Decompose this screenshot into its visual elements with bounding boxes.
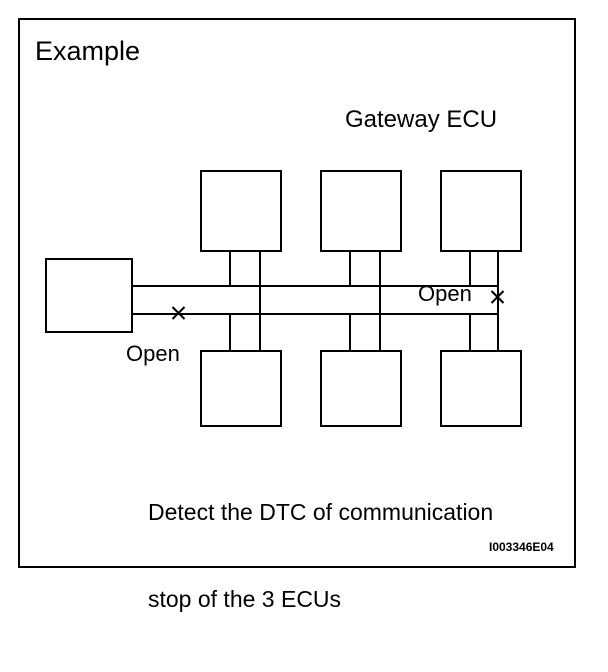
bottom-box-2-riser-a [349,313,351,352]
bottom-ecu-box-2 [320,350,402,427]
bus-upper-segment-2 [349,285,471,287]
bus-upper-segment-3 [469,285,499,287]
top-box-1-drop-a [229,250,231,287]
open-break-left-icon [170,305,187,322]
open-label-left: Open [126,341,180,366]
bus-lower-segment-1 [133,313,231,315]
top-box-3-drop-b [497,250,499,315]
top-box-3-drop-a [469,250,471,287]
bottom-box-1-riser-a [229,313,231,352]
bottom-box-1-riser-b [259,285,261,352]
bottom-box-3-riser-a [469,313,471,352]
gateway-ecu-box [45,258,133,333]
bus-lower-segment-3 [349,313,471,315]
open-label-right: Open [418,281,472,306]
figure-container: Example Gateway ECU Open Ope [18,18,576,612]
caption-line-1: Detect the DTC of communication [148,499,494,525]
caption-line-2: stop of the 3 ECUs [148,586,342,612]
figure-reference-code: I003346E04 [489,540,554,554]
open-break-right-icon [489,289,506,306]
bottom-box-3-riser-b [497,285,499,352]
bus-lower-segment-4 [469,313,499,315]
bottom-ecu-box-3 [440,350,522,427]
top-ecu-box-2 [320,170,402,252]
bottom-ecu-box-1 [200,350,282,427]
bus-lower-segment-2 [229,313,351,315]
bus-upper-segment-1 [229,285,351,287]
top-box-2-drop-a [349,250,351,287]
top-box-2-drop-b [379,250,381,315]
figure-title: Example [35,36,141,66]
top-ecu-box-3 [440,170,522,252]
bottom-box-2-riser-b [379,285,381,352]
top-ecu-box-1 [200,170,282,252]
top-box-1-drop-b [259,250,261,315]
gateway-ecu-label: Gateway ECU [345,106,498,133]
figure-caption: Detect the DTC of communication stop of … [148,440,493,672]
gateway-lead-upper [133,285,231,287]
